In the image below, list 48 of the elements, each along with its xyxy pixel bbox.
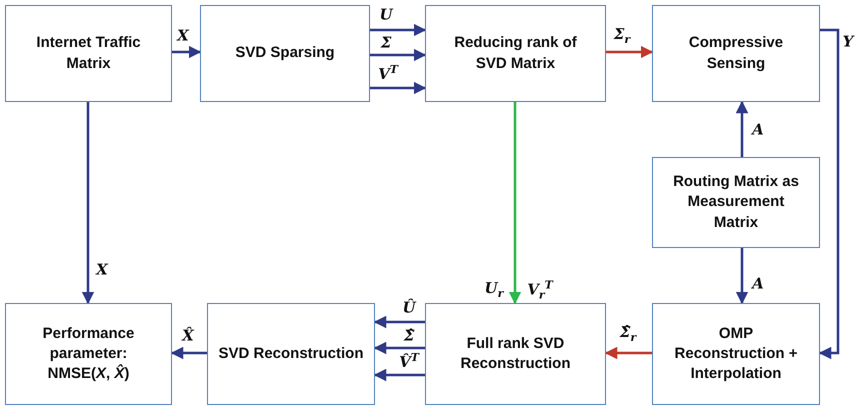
- edge-label: X: [95, 262, 109, 278]
- arrow: [370, 24, 426, 36]
- box-label: SVD Sparsing: [235, 43, 335, 64]
- arrow: [374, 342, 425, 354]
- arrow: [508, 102, 522, 304]
- edge-label: U: [378, 8, 394, 22]
- process-box: [652, 157, 820, 248]
- box-label: Routing Matrix as Measurement Matrix: [672, 172, 800, 233]
- arrow: [736, 100, 748, 157]
- arrow: [736, 248, 748, 304]
- process-box: [5, 303, 172, 405]
- arrow: [604, 346, 652, 360]
- process-box: [5, 5, 172, 102]
- edge-label: Σ̂: [402, 328, 416, 344]
- edge-label: Û: [401, 300, 417, 316]
- edge-label: X̂: [181, 328, 195, 344]
- box-label: Internet Traffic Matrix: [35, 33, 142, 74]
- arrow: [374, 368, 425, 382]
- edge-label: V̂$^{T}$: [398, 352, 420, 370]
- edge-label: A: [751, 276, 765, 292]
- edge-label: Σ$_{r}$: [612, 27, 632, 45]
- process-box: [652, 5, 820, 102]
- arrow: [170, 346, 207, 360]
- edge-label: X: [176, 28, 190, 44]
- arrow: [172, 46, 202, 58]
- box-label: Compressive Sensing: [688, 33, 784, 74]
- process-box: [425, 303, 606, 405]
- signal-label: U$_{r}$: [484, 281, 504, 299]
- arrow: [606, 46, 654, 58]
- edge-label: V$^{T}$: [377, 64, 399, 82]
- process-box: [652, 303, 820, 405]
- arrow: [370, 82, 426, 94]
- process-box: [207, 303, 375, 405]
- arrow: [374, 316, 425, 328]
- arrow: [818, 28, 840, 360]
- box-label: SVD Reconstruction: [218, 344, 364, 364]
- edge-label: Σ̂$_{r}$: [618, 325, 638, 343]
- edge-label: A: [751, 122, 765, 138]
- box-label: Performance parameter: NMSE(X, X̂): [42, 324, 136, 384]
- edge-label: Σ: [380, 36, 392, 50]
- box-label: Reducing rank of SVD Matrix: [453, 33, 578, 74]
- edge-label: Y: [842, 34, 854, 50]
- arrow: [370, 48, 426, 62]
- arrow: [82, 102, 94, 304]
- process-box: [425, 5, 606, 102]
- process-box: [200, 5, 370, 102]
- box-label: Full rank SVD Reconstruction: [459, 334, 572, 374]
- box-label: OMP Reconstruction + Interpolation: [674, 324, 798, 384]
